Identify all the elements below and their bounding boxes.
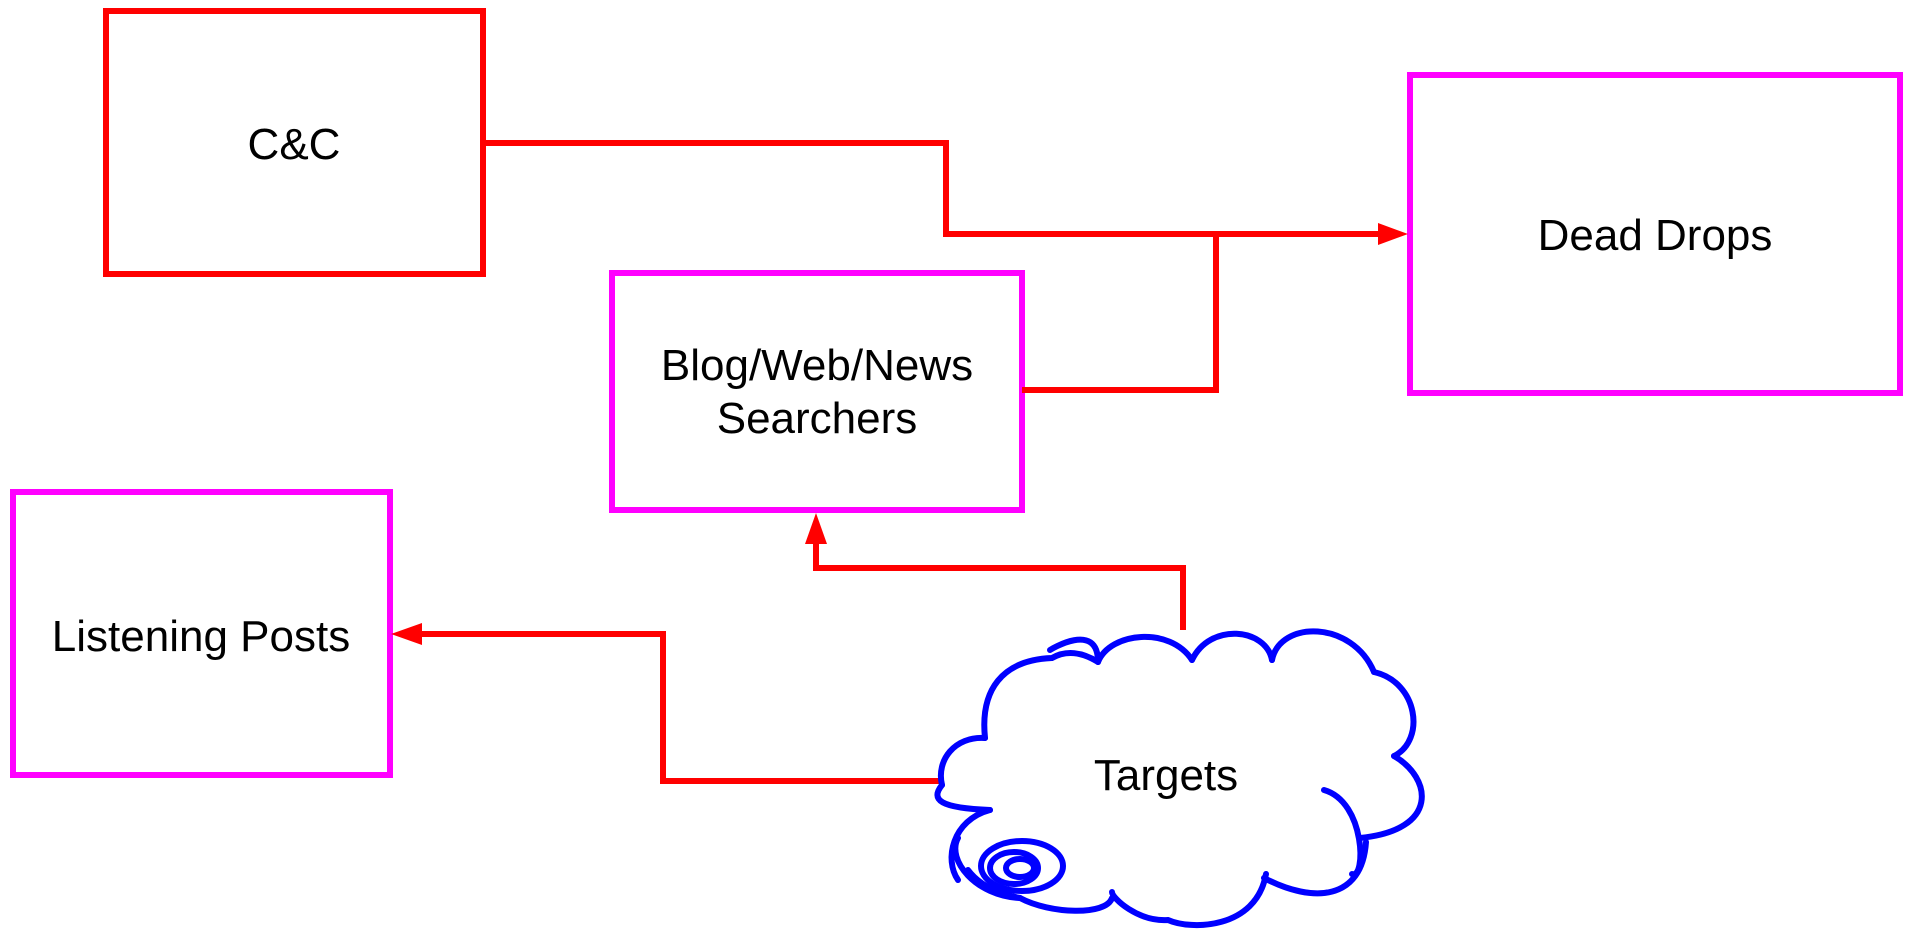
arrowhead-searchers [805, 513, 827, 544]
listening-posts-label: Listening Posts [52, 612, 350, 661]
dead-drops-box[interactable] [1407, 72, 1903, 396]
arrowhead-listening-posts [391, 623, 422, 645]
searchers-label-line1: Blog/Web/News [661, 341, 973, 390]
connector-targets-to-listening-posts [422, 631, 940, 784]
listening-posts-box[interactable] [10, 489, 393, 778]
connector-cnc-to-dead-drops [483, 140, 1378, 237]
cnc-label: C&C [248, 120, 341, 169]
dead-drops-label: Dead Drops [1538, 211, 1773, 260]
targets-label: Targets [1094, 751, 1238, 800]
connector-searchers-to-dead-drops [1022, 234, 1219, 393]
targets-cloud[interactable] [934, 628, 1425, 929]
searchers-label-line2: Searchers [717, 394, 918, 443]
searchers-box[interactable] [609, 270, 1025, 513]
arrowhead-dead-drops [1378, 223, 1408, 245]
connector-targets-to-searchers [813, 544, 1186, 630]
